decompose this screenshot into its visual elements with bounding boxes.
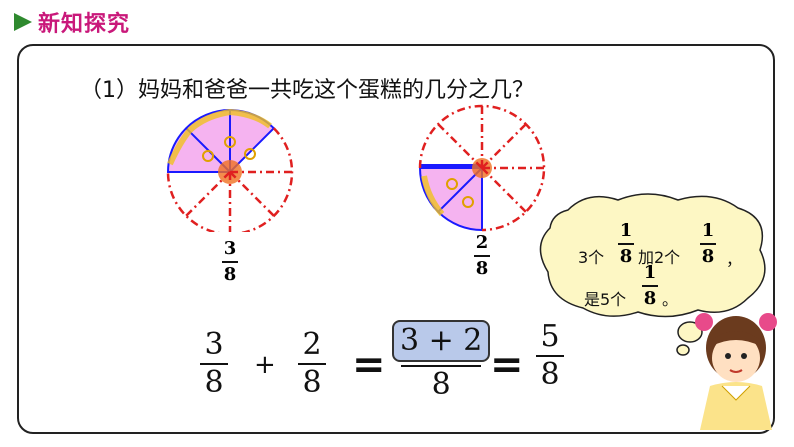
equation-fraction-2: 3 2 8 <box>298 330 326 398</box>
bubble-fraction-2: 1 8 <box>700 220 716 267</box>
plus-sign: + <box>254 350 276 380</box>
bubble-text-4: 是5个 <box>584 290 627 309</box>
equation-fraction-4: 5 8 <box>536 322 564 390</box>
section-header: 新知探究 <box>14 6 130 38</box>
bubble-text-1: 3个 <box>578 248 605 267</box>
cake-left-fraction: 3 8 <box>222 238 238 285</box>
bubble-text-5: 。 <box>662 290 679 309</box>
question-text: （1）妈妈和爸爸一共吃这个蛋糕的几分之几？ <box>80 78 534 103</box>
cake-left-figure <box>166 108 294 232</box>
bubble-text-2: 加2个 <box>638 248 681 267</box>
girl-illustration <box>695 313 777 430</box>
equals-sign-2: = <box>490 342 524 388</box>
play-arrow-icon <box>14 13 32 31</box>
bubble-fraction-1: 1 8 <box>618 220 634 267</box>
bubble-text-3: ， <box>726 250 743 269</box>
bubble-fraction-3: 1 8 <box>642 262 658 309</box>
thought-bubble <box>539 193 766 356</box>
equation-fraction-1: 3 8 <box>200 330 228 398</box>
equals-sign-1: = <box>352 342 386 388</box>
equation-fraction-3: 3 + 2 8 <box>392 320 491 400</box>
cake-right-fraction: 2 8 <box>474 232 490 279</box>
cake-right-figure <box>418 104 546 232</box>
section-title: 新知探究 <box>38 12 131 37</box>
